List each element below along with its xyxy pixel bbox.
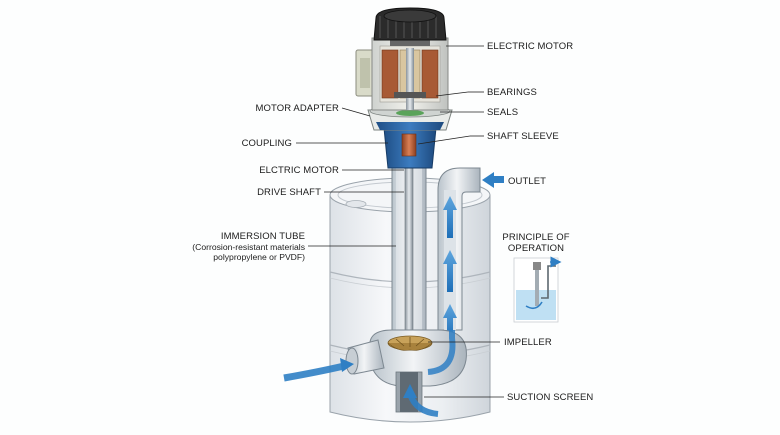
label-principle-2: OPERATION (508, 243, 564, 254)
label-principle-1: PRINCIPLE OF (502, 232, 569, 243)
flow-arrows-riser (443, 196, 457, 338)
label-suction-screen: SUCTION SCREEN (507, 392, 593, 403)
label-outlet: OUTLET (508, 176, 546, 187)
suction-flow-arrows (283, 358, 439, 417)
label-impeller: IMPELLER (504, 337, 552, 348)
label-drive-shaft: DRIVE SHAFT (257, 187, 321, 198)
label-electric-motor-top: ELECTRIC MOTOR (487, 41, 573, 52)
electric-motor (355, 7, 449, 111)
label-electric-motor-mid: ELCTRIC MOTOR (259, 165, 339, 176)
label-seals: SEALS (487, 107, 518, 118)
label-immersion-tube: IMMERSION TUBE (221, 231, 305, 242)
label-immersion-note-2: polypropylene or PVDF) (213, 252, 305, 262)
principle-inset (513, 256, 562, 323)
impeller (387, 335, 433, 351)
label-shaft-sleeve: SHAFT SLEEVE (487, 131, 559, 142)
label-coupling: COUPLING (242, 138, 292, 149)
blue-column (383, 127, 437, 169)
label-bearings: BEARINGS (487, 87, 537, 98)
flow-arrow-impeller (427, 330, 456, 375)
label-immersion-note-1: (Corrosion-resistant materials (192, 242, 305, 252)
outlet-arrow (482, 172, 504, 188)
leader-lines (296, 45, 504, 398)
label-motor-adapter: MOTOR ADAPTER (256, 103, 340, 114)
